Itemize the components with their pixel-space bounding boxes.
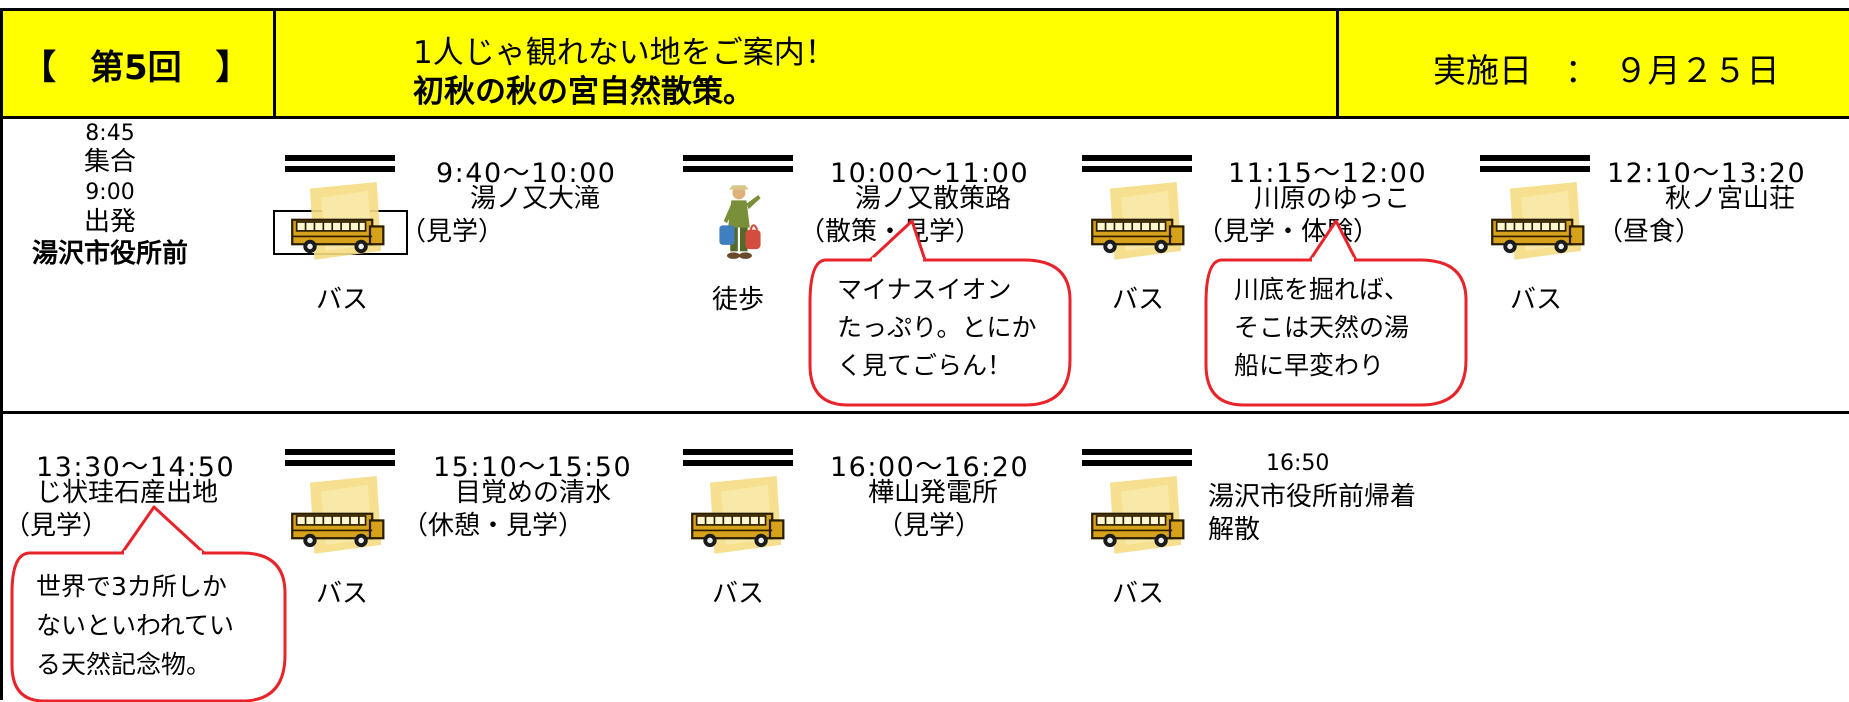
- callout-line: たっぷり。とにか: [837, 313, 1037, 342]
- callout-line: そこは天然の湯: [1234, 313, 1410, 342]
- grid-line-left: [0, 8, 3, 700]
- start-place: 湯沢市役所前: [31, 239, 188, 269]
- route-connector: [1082, 449, 1192, 466]
- bus-icon: [291, 476, 385, 555]
- bus-icon: [1091, 182, 1185, 261]
- callout-line: 世界で3カ所しか: [36, 572, 227, 601]
- stop-note: （休憩・見学）: [402, 511, 585, 541]
- stop-note: （見学・体験）: [1197, 217, 1380, 247]
- stop-time: 13:30～14:50: [36, 452, 236, 483]
- stop-time: 11:15～12:00: [1228, 158, 1428, 189]
- end-time: 16:50: [1266, 451, 1330, 476]
- callout-line: 川底を掘れば、: [1234, 275, 1410, 304]
- transport-label: バス: [316, 579, 369, 609]
- stop-name: 湯ノ又散策路: [855, 184, 1012, 214]
- transport-label: バス: [1112, 285, 1165, 315]
- stop-name: 川原のゆっこ: [1254, 184, 1411, 214]
- grid-line-top: [0, 8, 1849, 11]
- page-title: 初秋の秋の宮自然散策。: [413, 74, 754, 110]
- stop-name: 湯ノ又大滝: [470, 184, 601, 214]
- transport-label: バス: [712, 579, 765, 609]
- start-time-1: 8:45: [85, 121, 135, 146]
- speech-bubble: [808, 219, 1072, 407]
- callout-line: く見てごらん！: [837, 351, 1013, 380]
- bus-icon: [1491, 182, 1585, 261]
- start-label-2: 出発: [83, 207, 136, 237]
- end-label: 解散: [1208, 515, 1261, 545]
- grid-line-header-col2: [1336, 8, 1339, 119]
- callout-text: マイナスイオン たっぷり。とにか く見てごらん！: [837, 271, 1037, 385]
- bus-icon: [1091, 476, 1185, 555]
- route-connector: [683, 155, 793, 172]
- callout-text: 世界で3カ所しか ないといわれてい る天然記念物。: [36, 567, 234, 684]
- grid-line-row-divider: [0, 411, 1849, 414]
- route-connector: [285, 449, 395, 466]
- grid-line-header-col1: [273, 8, 276, 119]
- stop-time: 9:40～10:00: [436, 158, 617, 189]
- route-connector: [285, 155, 395, 172]
- event-date: 実施日 ： ９月２５日: [1433, 51, 1780, 90]
- stop-note: （見学）: [877, 511, 982, 541]
- transport-label: バス: [316, 285, 369, 315]
- stop-time: 10:00～11:00: [830, 158, 1030, 189]
- transport-label: バス: [1112, 579, 1165, 609]
- stop-time: 12:10～13:20: [1607, 158, 1807, 189]
- session-label: 【 第5回 】: [22, 48, 250, 88]
- stop-name: 目覚めの清水: [455, 478, 612, 508]
- stop-note: （昼食）: [1597, 217, 1702, 247]
- stop-time: 15:10～15:50: [433, 452, 633, 483]
- callout-line: る天然記念物。: [36, 650, 212, 679]
- callout-line: ないといわれてい: [36, 611, 235, 640]
- callout-line: 船に早変わり: [1234, 351, 1385, 380]
- stop-note: （見学）: [400, 217, 505, 247]
- start-block: 8:45 集合 9:00 出発 湯沢市役所前: [30, 120, 190, 270]
- bus-icon: [291, 182, 385, 261]
- grid-line-header-bottom: [0, 116, 1849, 119]
- speech-bubble: [1204, 219, 1468, 407]
- header-subtitle: 1人じゃ観れない地をご案内！: [413, 35, 836, 71]
- end-place: 湯沢市役所前帰着: [1208, 482, 1417, 512]
- route-connector: [1082, 155, 1192, 172]
- route-connector: [1480, 155, 1590, 172]
- hiker-icon: [718, 184, 762, 260]
- stop-name: じ状珪石産出地: [36, 478, 219, 508]
- stop-name: 樺山発電所: [868, 478, 999, 508]
- header-band: [2, 10, 1849, 118]
- start-time-2: 9:00: [85, 180, 135, 205]
- stop-time: 16:00～16:20: [830, 452, 1030, 483]
- stop-note: （見学）: [4, 511, 109, 541]
- start-label-1: 集合: [83, 147, 136, 177]
- transport-label: バス: [1510, 285, 1563, 315]
- callout-line: マイナスイオン: [837, 275, 1012, 304]
- stop-name: 秋ノ宮山荘: [1665, 184, 1796, 214]
- transport-label: 徒歩: [712, 285, 765, 315]
- bus-icon: [691, 476, 785, 555]
- speech-bubble: [10, 505, 287, 702]
- callout-text: 川底を掘れば、 そこは天然の湯 船に早変わり: [1234, 271, 1409, 385]
- route-connector: [683, 449, 793, 466]
